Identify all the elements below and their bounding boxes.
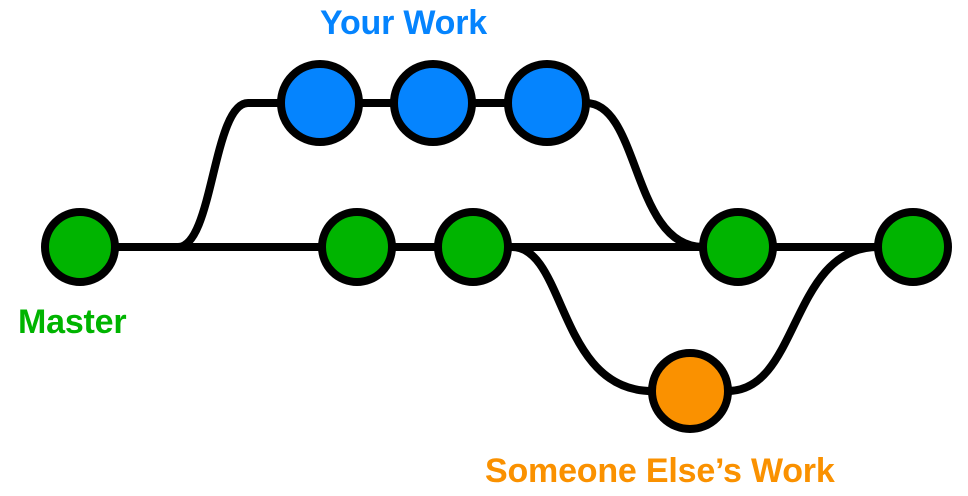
edge-layer [111,99,917,395]
commit-node-master-5-head[interactable] [874,208,952,286]
branch-label-master: Master [18,303,127,341]
edge-branch-out-someone-else [508,243,656,395]
node-layer [41,60,952,433]
branch-label-someone-else: Someone Else’s Work [485,452,835,490]
commit-node-someone-else-1[interactable] [648,349,732,433]
commit-node-master-2[interactable] [318,208,396,286]
branch-label-your-work: Your Work [320,4,487,42]
edge-merge-someone-else [724,243,882,395]
commit-node-your-work-2[interactable] [390,60,476,146]
commit-node-master-1[interactable] [41,208,119,286]
commit-node-your-work-3[interactable] [504,60,590,146]
commit-node-master-4-merge[interactable] [699,208,777,286]
edge-merge-your-work [582,99,707,251]
commit-node-your-work-1[interactable] [277,60,363,146]
commit-node-master-3[interactable] [434,208,512,286]
edge-branch-out-your-work [174,99,289,251]
